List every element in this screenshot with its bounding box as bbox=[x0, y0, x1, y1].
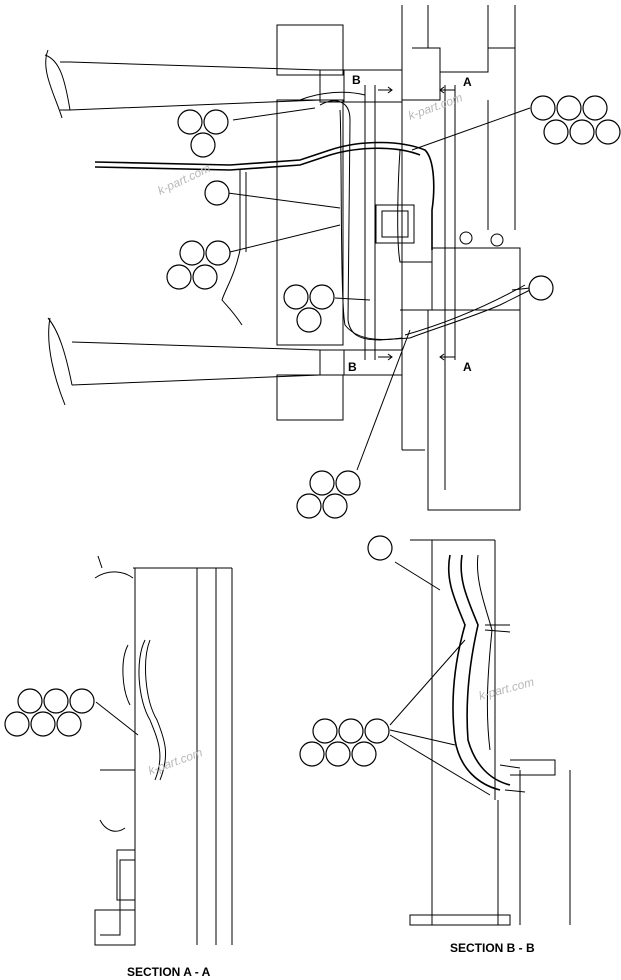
balloon-single-bb bbox=[367, 535, 393, 561]
main-view: B A B A bbox=[44, 5, 621, 519]
balloon-cluster-2 bbox=[530, 95, 621, 145]
section-b-marker-bottom: B bbox=[348, 360, 357, 374]
balloon-cluster-bb bbox=[299, 718, 390, 767]
section-a-marker-top: A bbox=[463, 75, 472, 89]
watermark-1: k-part.com bbox=[155, 161, 212, 198]
section-aa-title: SECTION A - A bbox=[127, 965, 211, 979]
balloon-cluster-1 bbox=[177, 109, 229, 158]
balloon-cluster-3 bbox=[166, 240, 231, 290]
balloon-single-1 bbox=[204, 180, 230, 206]
section-bb-view: SECTION B - B bbox=[299, 535, 571, 955]
watermark-2: k-part.com bbox=[406, 90, 464, 123]
balloon-cluster-aa bbox=[4, 688, 95, 737]
balloon-cluster-4 bbox=[283, 284, 335, 333]
balloon-single-2 bbox=[528, 275, 554, 301]
section-bb-title: SECTION B - B bbox=[450, 941, 535, 955]
balloon-cluster-5 bbox=[296, 470, 361, 519]
section-a-marker-bottom: A bbox=[463, 360, 472, 374]
watermark-4: k-part.com bbox=[477, 675, 535, 703]
section-b-marker-top: B bbox=[352, 73, 361, 87]
watermark-3: k-part.com bbox=[146, 745, 204, 778]
section-aa-view: SECTION A - A bbox=[4, 555, 233, 979]
